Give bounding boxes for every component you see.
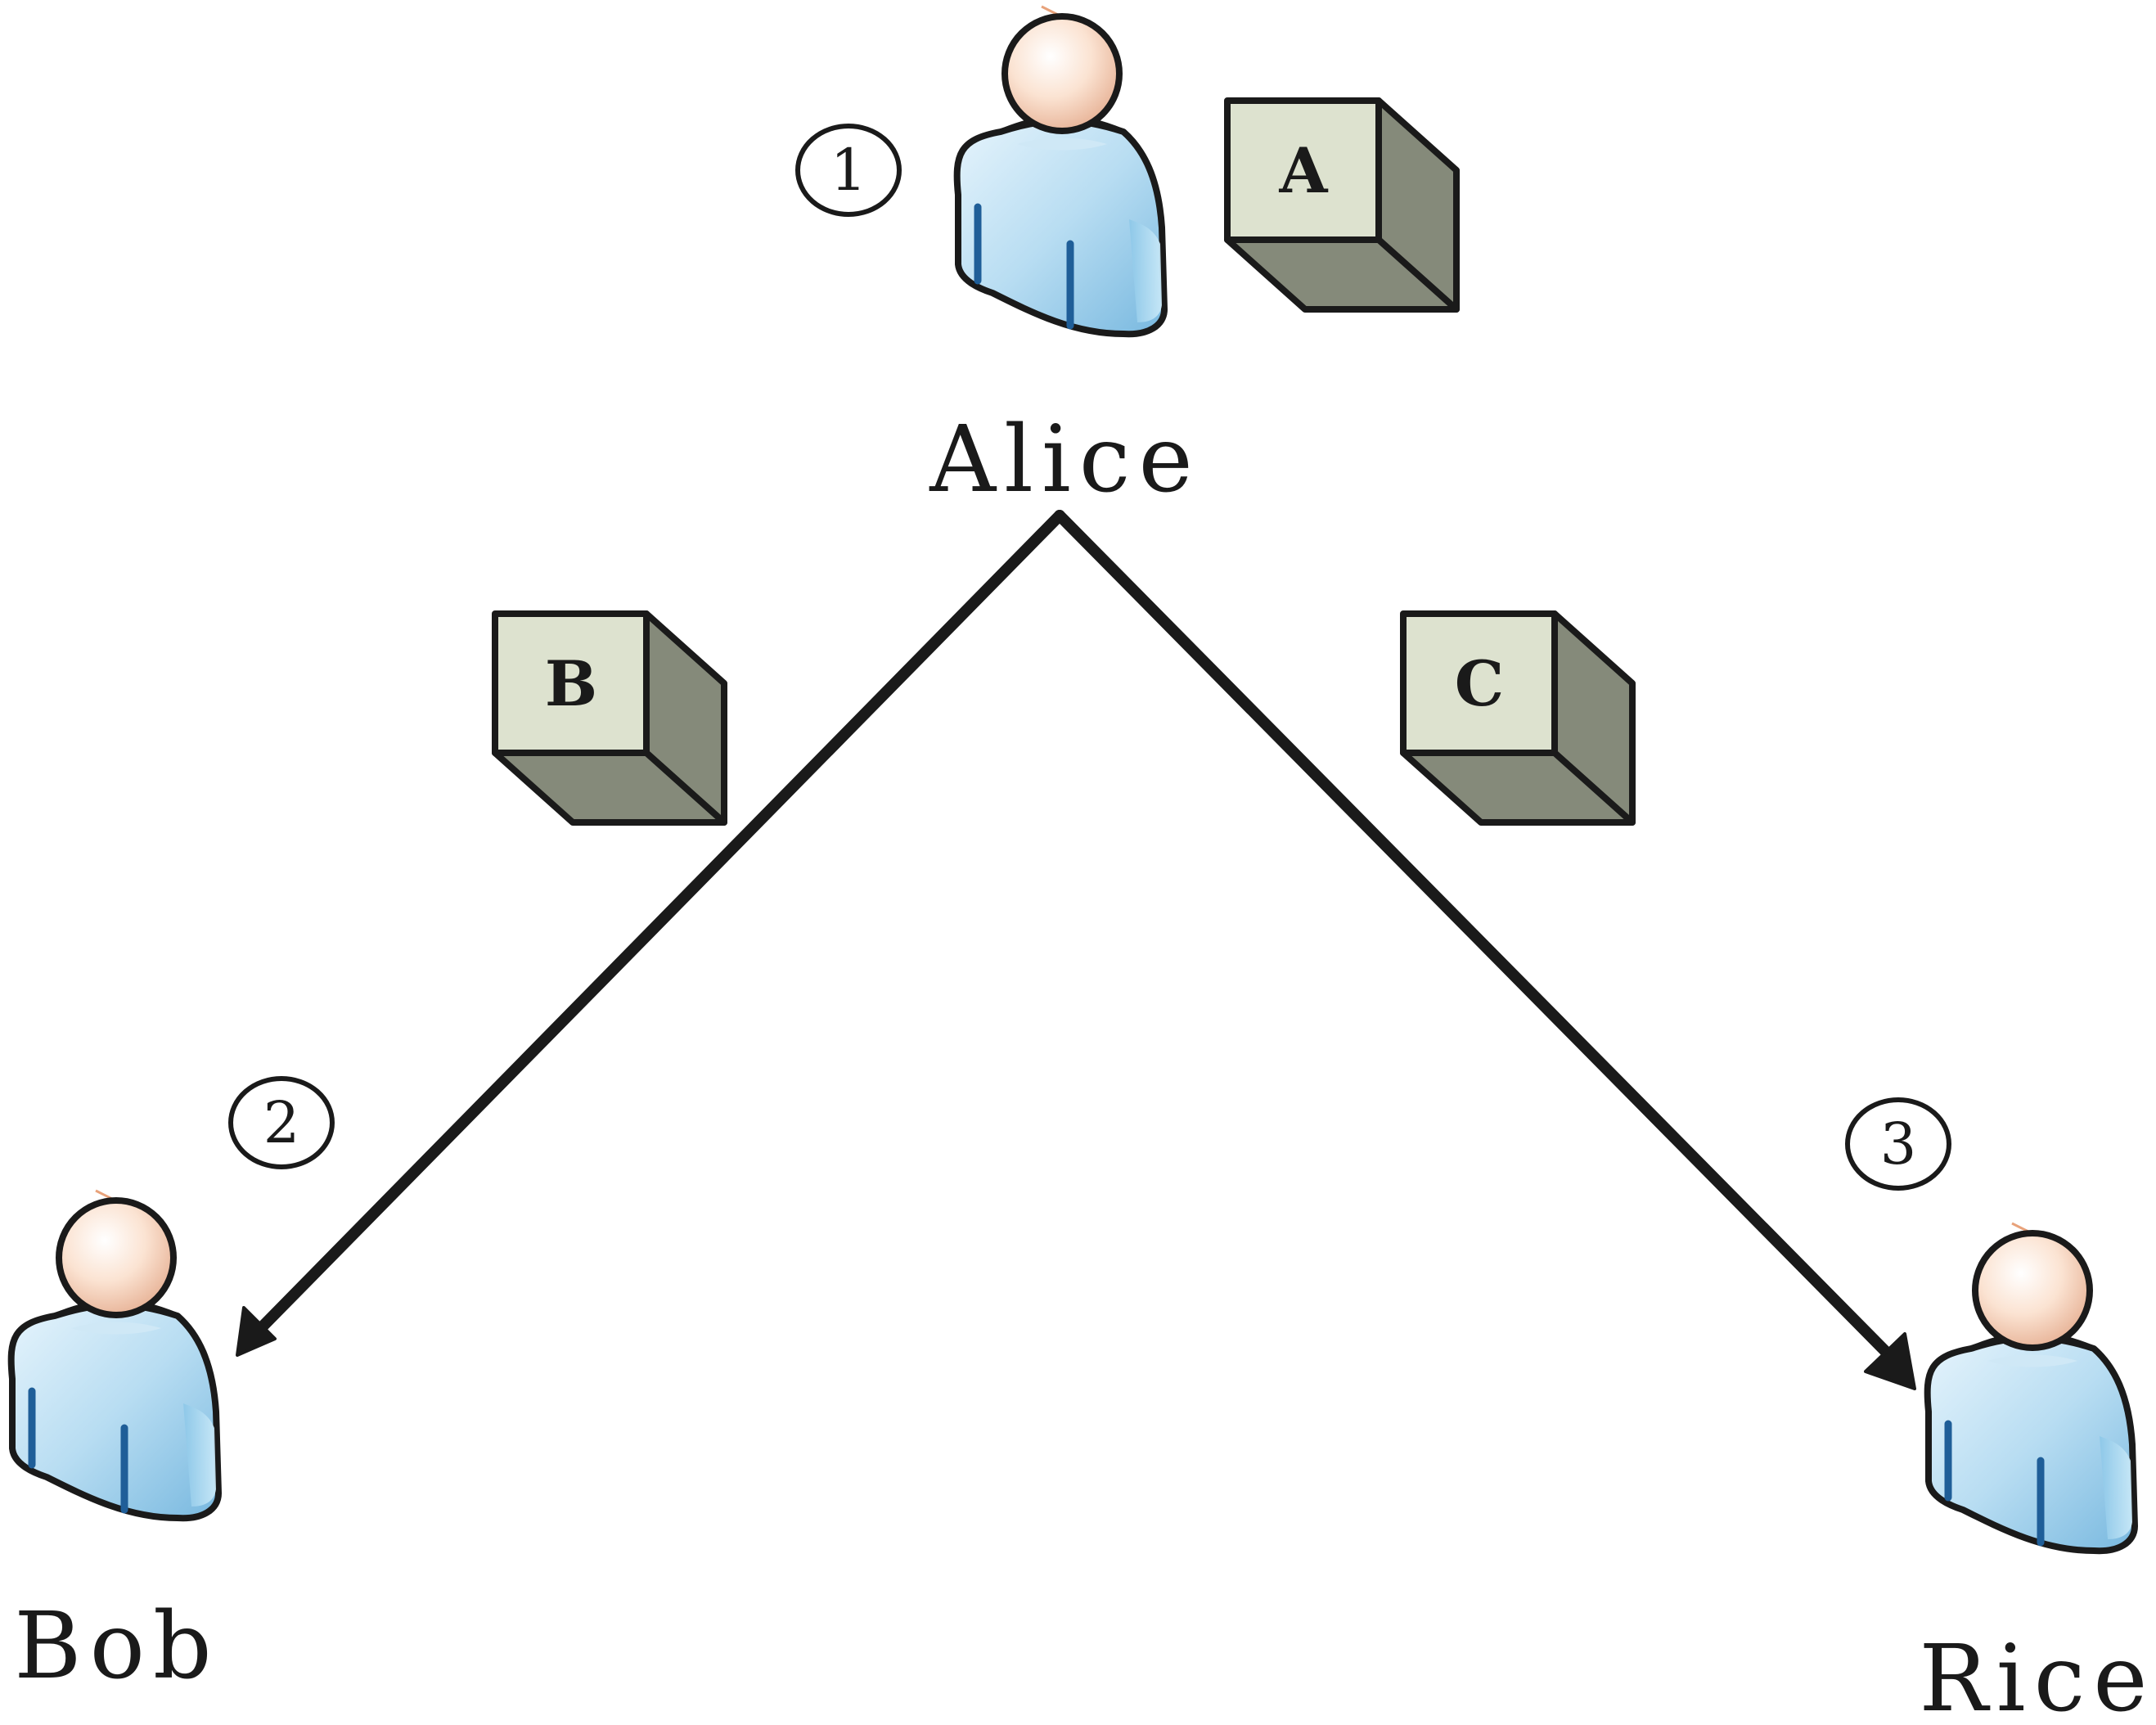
- person-name-rice: Rice: [1919, 1626, 2155, 1725]
- box-a-label: A: [1279, 134, 1329, 207]
- box-a: A: [1227, 101, 1456, 309]
- step-number-3: 3: [1880, 1110, 1917, 1178]
- arrow-alice-to-rice: [1054, 510, 1916, 1390]
- step-marker-2: 2: [228, 1076, 335, 1169]
- person-icon-alice: [957, 7, 1164, 334]
- box-c: C: [1403, 614, 1632, 822]
- arrow-alice-to-bob: [236, 510, 1065, 1357]
- box-b: B: [495, 614, 724, 822]
- person-icon-bob: [11, 1191, 218, 1518]
- person-icon-rice: [1928, 1223, 2135, 1551]
- box-b-label: B: [545, 647, 597, 720]
- box-c-label: C: [1455, 647, 1505, 720]
- step-number-2: 2: [263, 1089, 300, 1156]
- step-number-1: 1: [830, 137, 867, 204]
- person-name-alice: Alice: [929, 407, 1201, 513]
- step-marker-3: 3: [1845, 1097, 1951, 1191]
- person-name-bob: Bob: [14, 1593, 219, 1700]
- step-marker-1: 1: [795, 124, 902, 217]
